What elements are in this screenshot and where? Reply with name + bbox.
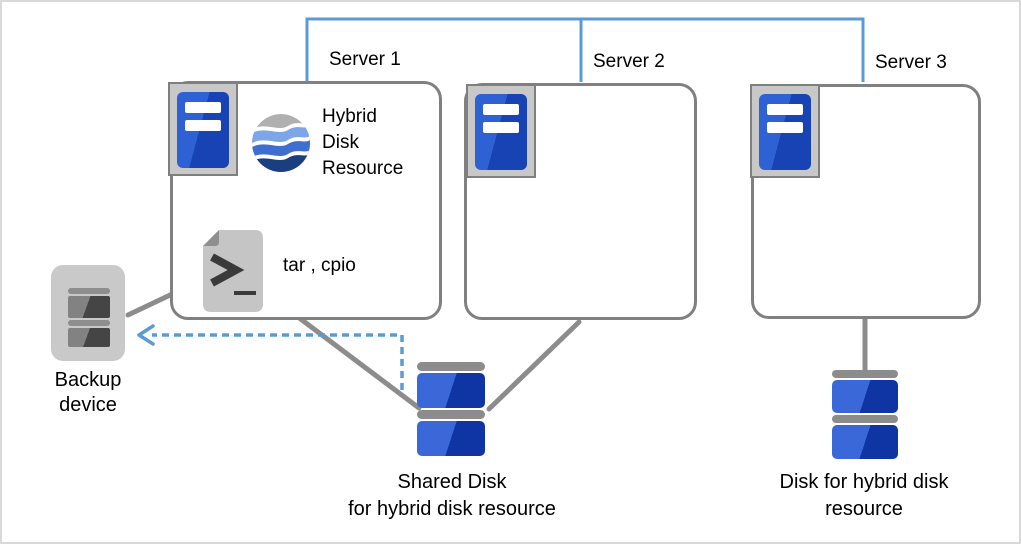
backup-device-cartridge [68,296,110,318]
backup-device-slot [68,288,110,294]
server2-icon-unit [475,94,527,170]
disk-cap [417,362,485,371]
disk-cap [832,415,898,423]
hybrid-disk-icon [832,370,898,461]
disk-platter [417,421,485,456]
backup-device-label: Backup device [54,369,122,416]
backup-device-icon [51,265,125,361]
sphere-band-navy [252,154,310,172]
server-icon-slot [767,104,803,115]
server2-icon [466,84,536,178]
hybrid-disk-resource-label: Hybrid Disk Resource [322,106,404,179]
disk-platter [832,380,898,413]
server1-icon [168,82,238,176]
shared-disk-icon [417,362,485,457]
backup-device-slot [68,320,110,326]
disk-platter [832,425,898,459]
terminal-file-icon-svg [203,230,263,312]
disk-attach-lines [125,284,868,412]
server1-shared-disk-line [295,314,422,411]
server-icon-slot [483,122,519,133]
tar-cpio-label: tar , cpio [283,255,356,276]
terminal-file-icon [202,229,264,318]
wave-sphere-icon-svg [252,114,310,172]
disk-cap [832,370,898,378]
file-fold-corner [203,230,219,246]
server-icon-slot [185,102,221,113]
terminal-prompt-glyph [210,253,245,287]
shared-disk-label: Shared Disk for hybrid disk resource [348,471,556,520]
disk-cap [417,410,485,419]
server1-icon-unit [177,92,229,168]
network-interconnect-lines [305,17,865,82]
server-icon-slot [767,122,803,133]
server-icon-slot [185,120,221,131]
server1-label: Server 1 [329,49,401,70]
backup-device-cartridge [68,328,110,347]
server2-shared-disk-line [486,319,582,412]
server3-label: Server 3 [875,52,947,73]
server3-icon-unit [759,94,811,170]
server3-icon [750,84,820,178]
interconnect-outer-line [305,17,865,82]
server-icon-slot [483,104,519,115]
disk-platter [417,373,485,408]
hybrid-disk-label: Disk for hybrid disk resource [779,471,949,520]
server2-label: Server 2 [593,51,665,72]
backup-arrow-head [137,324,155,346]
wave-sphere-icon [252,114,310,177]
backup-arrow [137,324,404,390]
backup-arrow-dashed-path [152,333,404,390]
